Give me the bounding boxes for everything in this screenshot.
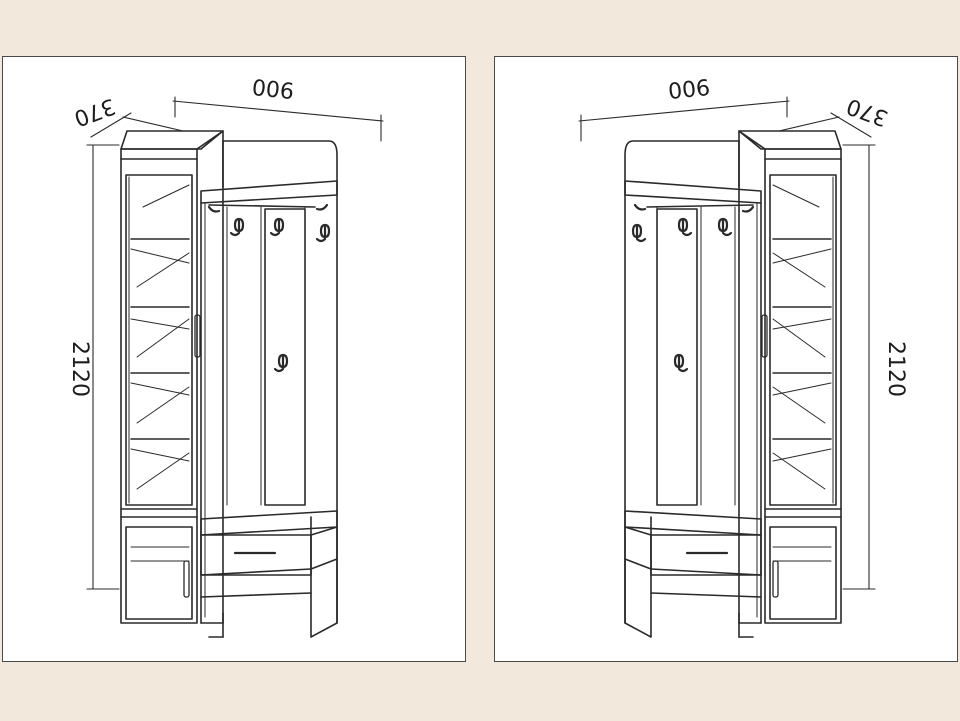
right-furniture-drawing: 900 370 2120 <box>578 73 908 638</box>
glass-cabinet <box>120 130 224 624</box>
coat-hooks <box>631 203 755 373</box>
dimension-lines <box>86 96 384 590</box>
hallway-coat-module <box>624 140 762 638</box>
left-drawing-panel: 900 370 2120 <box>2 56 466 662</box>
right-drawing-panel: 900 370 2120 <box>494 56 958 662</box>
right-height-label: 2120 <box>883 341 908 397</box>
right-width-label: 900 <box>667 73 711 102</box>
left-width-label: 900 <box>251 73 295 102</box>
left-furniture-drawing: 900 370 2120 <box>67 73 384 638</box>
dimension-lines <box>578 96 876 590</box>
left-height-label: 2120 <box>67 341 92 397</box>
glass-cabinet <box>738 130 842 624</box>
hallway-coat-module <box>200 140 338 638</box>
coat-hooks <box>207 203 331 373</box>
